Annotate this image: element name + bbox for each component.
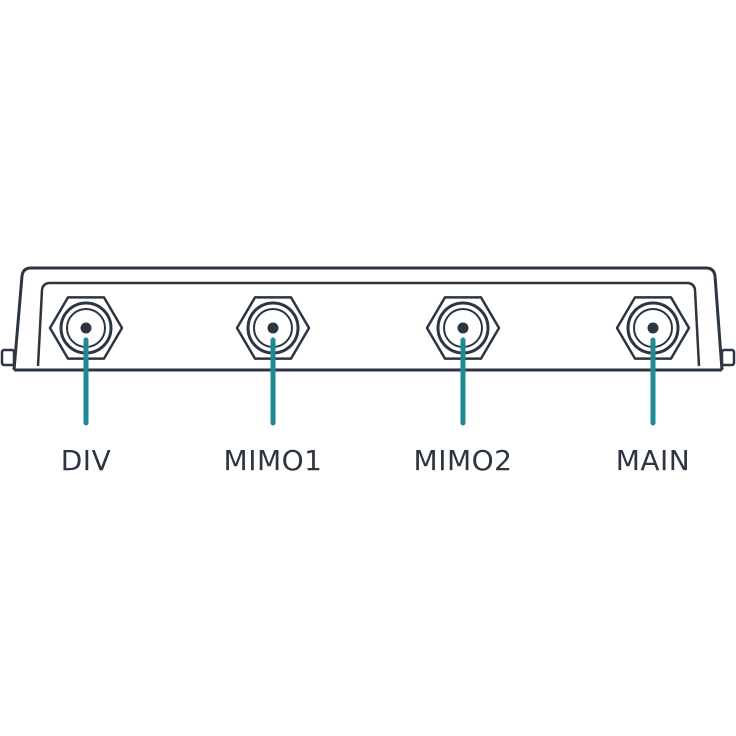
right-mounting-tab (720, 348, 736, 367)
connector-center-pin (647, 322, 659, 334)
coax-connector-icon (48, 296, 124, 360)
housing-inner-outline (36, 281, 701, 367)
port-label: DIV (61, 444, 111, 477)
port-main: MAIN (615, 296, 691, 477)
port-mimo2: MIMO2 (414, 296, 513, 477)
connector-center-pin (80, 322, 92, 334)
coax-connector-icon (425, 296, 501, 360)
port-label: MAIN (616, 444, 691, 477)
housing-outline (12, 266, 724, 371)
connector-center-pin (457, 322, 469, 334)
port-label: MIMO1 (224, 444, 323, 477)
left-mounting-tab (0, 348, 16, 367)
ports-layer: DIV MIMO1 MIMO2 MAIN (48, 296, 691, 477)
port-label: MIMO2 (414, 444, 513, 477)
coax-connector-icon (235, 296, 311, 360)
port-div: DIV (48, 296, 124, 477)
port-mimo1: MIMO1 (224, 296, 323, 477)
coax-connector-icon (615, 296, 691, 360)
connector-center-pin (267, 322, 279, 334)
